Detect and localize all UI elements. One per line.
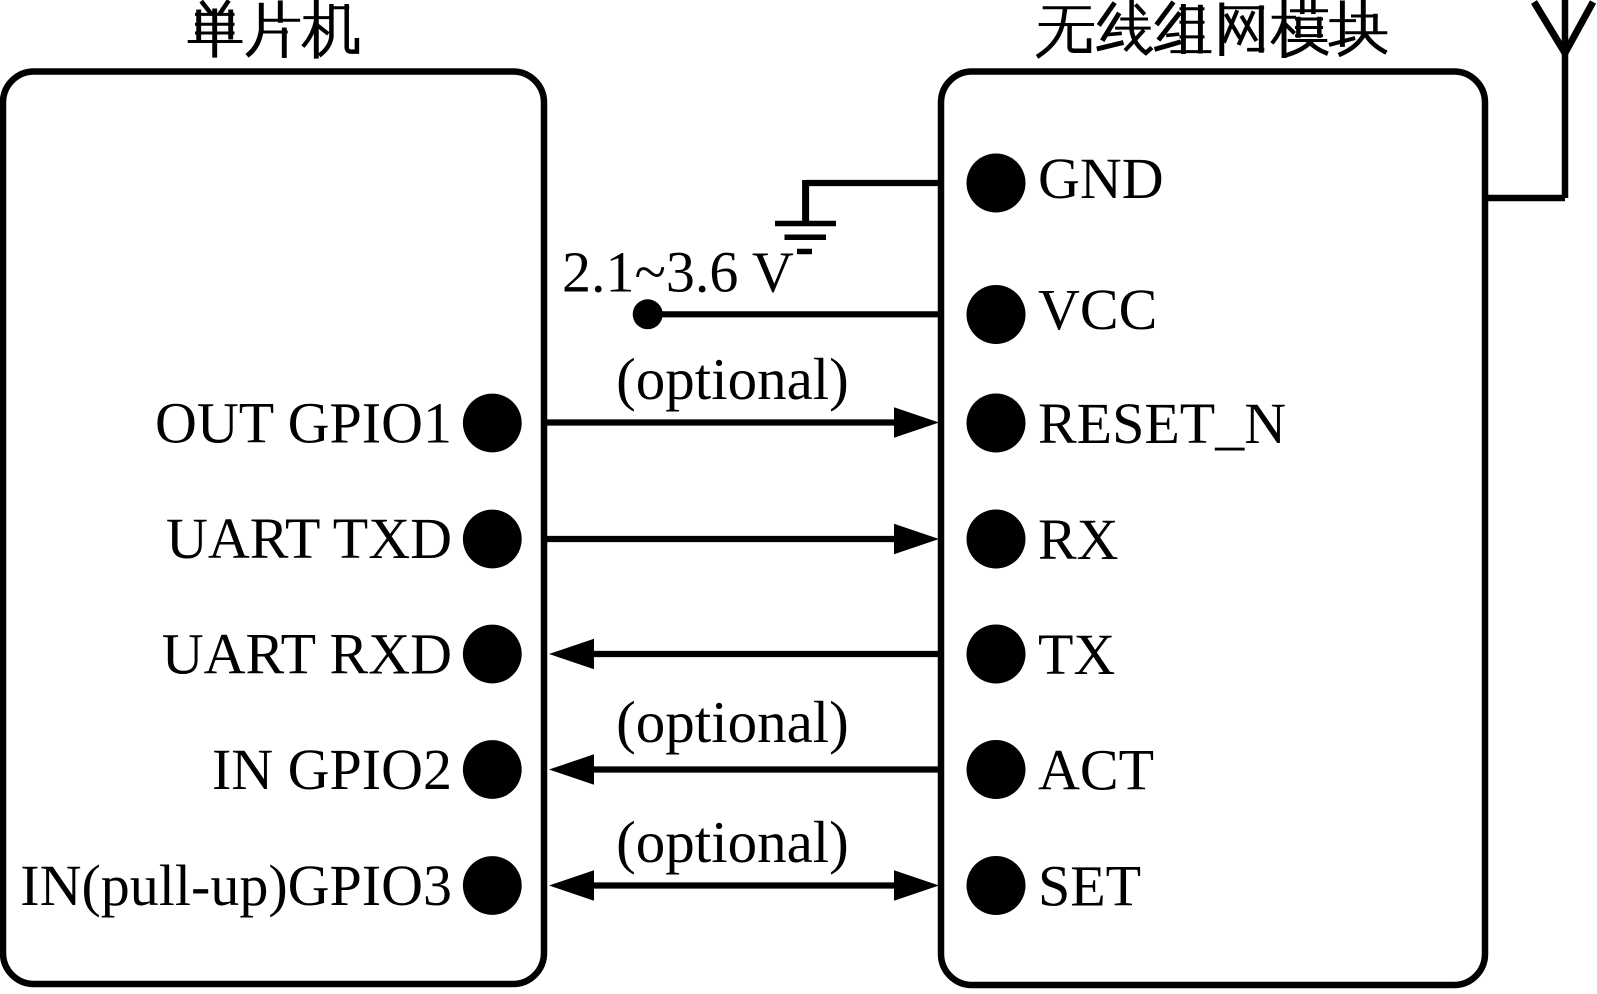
- svg-text:UART RXD: UART RXD: [162, 622, 452, 687]
- svg-text:VCC: VCC: [1038, 277, 1157, 342]
- svg-text:UART TXD: UART TXD: [166, 506, 452, 571]
- svg-text:SET: SET: [1038, 854, 1141, 919]
- svg-text:TX: TX: [1038, 622, 1115, 687]
- svg-text:RX: RX: [1038, 507, 1119, 572]
- svg-text:(optional): (optional): [616, 346, 849, 412]
- svg-text:2.1~3.6 V: 2.1~3.6 V: [562, 240, 794, 305]
- svg-text:IN GPIO2: IN GPIO2: [212, 737, 452, 802]
- svg-text:OUT GPIO1: OUT GPIO1: [155, 391, 452, 456]
- svg-text:(optional): (optional): [616, 809, 849, 875]
- svg-text:IN(pull-up)GPIO3: IN(pull-up)GPIO3: [20, 853, 452, 918]
- svg-text:RESET_N: RESET_N: [1038, 391, 1286, 456]
- svg-text:GND: GND: [1038, 146, 1164, 211]
- svg-text:(optional): (optional): [616, 689, 849, 755]
- svg-text:ACT: ACT: [1038, 738, 1154, 803]
